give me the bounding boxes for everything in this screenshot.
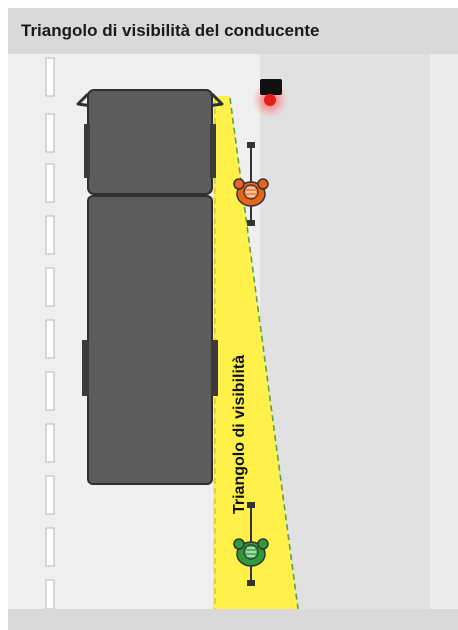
sidewalk <box>430 54 458 609</box>
header-bar: Triangolo di visibilità del conducente <box>8 8 458 54</box>
road-illustration: Triangolo di visibilità <box>8 54 458 609</box>
truck-cab <box>88 90 212 194</box>
truck <box>78 90 222 484</box>
road-scene: Triangolo di visibilità <box>8 54 458 609</box>
red-light-icon <box>264 94 276 106</box>
truck-trailer <box>88 196 212 484</box>
triangle-label: Triangolo di visibilità <box>231 355 248 514</box>
diagram-card: Triangolo di visibilità del conducente <box>8 8 458 630</box>
traffic-light-housing <box>260 79 282 95</box>
page-title: Triangolo di visibilità del conducente <box>21 21 320 41</box>
footer-bar <box>8 609 458 630</box>
